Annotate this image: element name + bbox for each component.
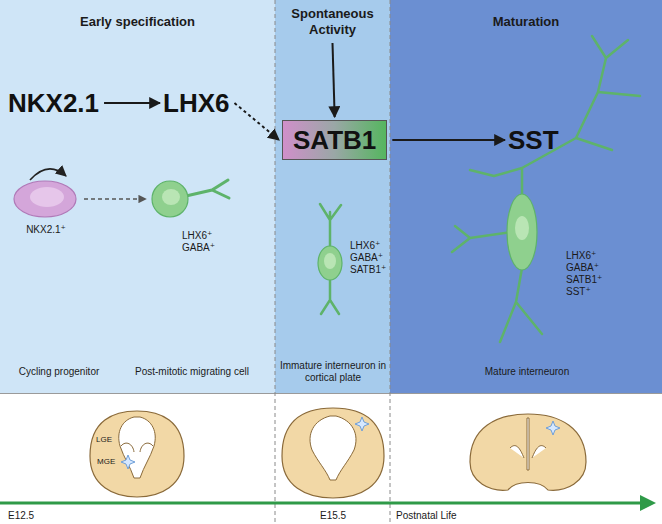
time-label: Postnatal Life bbox=[396, 510, 457, 522]
nucleus bbox=[324, 253, 336, 269]
panel-border bbox=[0, 393, 662, 394]
band-fill bbox=[390, 0, 662, 393]
stage-caption: Immature interneuron in cortical plate bbox=[277, 360, 389, 384]
dendrite bbox=[452, 36, 640, 342]
band-fill bbox=[0, 0, 275, 393]
embryo-brain bbox=[282, 408, 384, 498]
marker-label: LHX6⁺ GABA⁺ SATB1⁺ bbox=[350, 240, 386, 276]
gene-node: SST bbox=[508, 125, 559, 155]
site-star bbox=[546, 421, 560, 435]
stage-caption: Cycling progenitor bbox=[0, 366, 118, 378]
site-star bbox=[121, 455, 135, 469]
cycle-arrow bbox=[30, 169, 66, 180]
stage-heading: Early specification bbox=[0, 14, 275, 30]
region-label: MGE bbox=[97, 456, 115, 468]
stage-caption: Mature interneuron bbox=[457, 366, 597, 378]
marker-label: NKX2.1⁺ bbox=[10, 224, 82, 236]
stage-caption: Post-mitotic migrating cell bbox=[122, 366, 262, 378]
stage-band: MaturationSST bbox=[390, 0, 662, 393]
divider bbox=[275, 0, 276, 524]
embryo-brain bbox=[90, 411, 184, 497]
progenitor-cell bbox=[14, 181, 76, 217]
nucleus bbox=[162, 189, 180, 205]
ventricle bbox=[310, 416, 356, 480]
gene-name: NKX2.1 bbox=[8, 88, 99, 118]
gene-node: NKX2.1 bbox=[8, 88, 99, 118]
site-star bbox=[355, 417, 369, 431]
gene-name: LHX6 bbox=[163, 88, 229, 118]
eminence bbox=[121, 443, 153, 452]
dashed-arrow bbox=[234, 103, 279, 140]
migrating-cell bbox=[152, 181, 188, 217]
arrow bbox=[392, 139, 505, 141]
stage-band: Spontaneous ActivitySATB1 bbox=[275, 0, 390, 393]
ventricle bbox=[119, 417, 155, 478]
gene-node: LHX6 bbox=[163, 88, 229, 118]
stage-band: Early specificationNKX2.1 LHX6 bbox=[0, 0, 275, 393]
dashed-arrow bbox=[84, 198, 146, 199]
timeline bbox=[0, 502, 642, 505]
arrow bbox=[333, 43, 335, 117]
immature-interneuron bbox=[318, 246, 342, 280]
region-label: LGE bbox=[96, 434, 112, 446]
stage-heading: Spontaneous Activity bbox=[275, 6, 390, 38]
arrow bbox=[104, 102, 160, 104]
nucleus bbox=[30, 187, 64, 207]
gene-box: SATB1 bbox=[282, 120, 387, 160]
divider bbox=[390, 0, 391, 524]
marker-label: LHX6⁺ GABA⁺ SATB1⁺ SST⁺ bbox=[566, 250, 602, 298]
ventricle bbox=[510, 418, 546, 470]
gene-name: SST bbox=[508, 125, 559, 155]
marker-label: LHX6⁺ GABA⁺ bbox=[182, 230, 215, 254]
mature-interneuron bbox=[507, 194, 537, 270]
postnatal-brain bbox=[470, 414, 586, 490]
stage-heading: Maturation bbox=[390, 14, 662, 30]
timeline-head bbox=[640, 495, 656, 511]
leading-process bbox=[186, 180, 229, 198]
band-fill bbox=[275, 0, 390, 393]
nucleus bbox=[515, 216, 529, 240]
gene-name: SATB1 bbox=[293, 125, 376, 155]
time-label: E12.5 bbox=[8, 510, 34, 522]
time-label: E15.5 bbox=[320, 510, 346, 522]
